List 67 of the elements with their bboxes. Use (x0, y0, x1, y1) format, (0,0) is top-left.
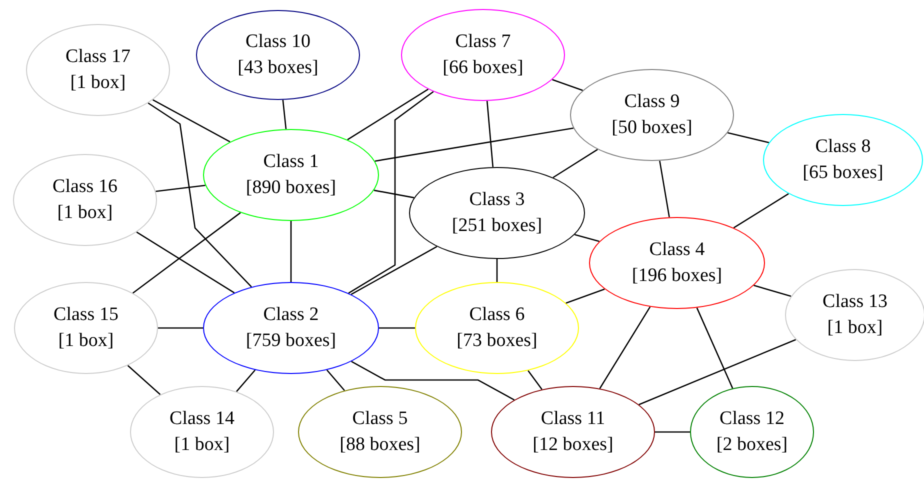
connector-line (486, 100, 494, 168)
connector-line (599, 306, 651, 389)
class-name: Class 11 (540, 407, 606, 431)
box-count: [88 boxes] (340, 433, 420, 457)
box-count: [890 boxes] (246, 176, 336, 200)
connector-line (659, 160, 670, 218)
class-name: Class 10 (246, 30, 310, 54)
box-count: [66 boxes] (442, 56, 524, 80)
connector-line (696, 308, 734, 389)
connector-line (282, 100, 287, 130)
class-name: Class 4 (649, 238, 705, 262)
connector-line (351, 360, 515, 400)
box-count: [65 boxes] (802, 161, 884, 185)
connector-line (290, 221, 292, 282)
class-name: Class 9 (624, 90, 680, 114)
class-name: Class 1 (263, 150, 319, 174)
box-count: [251 boxes] (452, 214, 542, 238)
connector-line (733, 193, 789, 228)
box-count: [1 box] (70, 71, 126, 95)
class-name: Class 16 (52, 175, 118, 199)
connector-line (148, 102, 252, 288)
box-count: [1 box] (57, 201, 113, 225)
box-count: [2 boxes] (716, 433, 788, 457)
connector-line (552, 78, 583, 92)
box-count: [12 boxes] (532, 433, 614, 457)
connector-line (655, 431, 690, 433)
connector-line (754, 284, 792, 297)
class-name: Class 17 (66, 45, 130, 69)
connector-line (528, 370, 542, 390)
box-count: [196 boxes] (632, 264, 722, 288)
box-count: [43 boxes] (238, 56, 318, 80)
box-count: [50 boxes] (612, 116, 692, 140)
class-name: Class 13 (822, 290, 888, 314)
class-name: Class 8 (815, 135, 871, 159)
box-count: [73 boxes] (456, 329, 538, 353)
connector-line (566, 288, 605, 304)
connector-line (574, 234, 600, 242)
connector-line (127, 365, 161, 395)
connector-line (552, 148, 598, 178)
class-name: Class 15 (54, 303, 118, 327)
connector-line (158, 327, 203, 329)
class-name: Class 6 (469, 303, 525, 327)
class-name: Class 12 (720, 407, 784, 431)
connector-line (152, 99, 230, 142)
connector-line (347, 88, 429, 140)
connector-line (727, 132, 770, 144)
connector-line (379, 327, 415, 329)
class-name: Class 3 (469, 188, 525, 212)
connector-line (132, 212, 241, 294)
connector-line (236, 370, 256, 392)
connector-line (348, 91, 434, 294)
class-name: Class 2 (263, 303, 319, 327)
connector-line (350, 246, 438, 295)
class-name: Class 5 (352, 407, 408, 431)
connector-line (496, 259, 498, 282)
connector-line (374, 127, 574, 162)
class-name: Class 14 (170, 407, 234, 431)
connector-line (638, 339, 796, 406)
box-count: [1 box] (174, 433, 230, 457)
connector-line (374, 190, 414, 198)
connector-line (136, 232, 235, 294)
class-name: Class 7 (455, 30, 511, 54)
connector-line (156, 184, 206, 192)
connector-line (326, 370, 345, 391)
box-count: [1 box] (58, 329, 114, 353)
box-count: [759 boxes] (246, 329, 336, 353)
box-count: [1 box] (827, 316, 883, 340)
